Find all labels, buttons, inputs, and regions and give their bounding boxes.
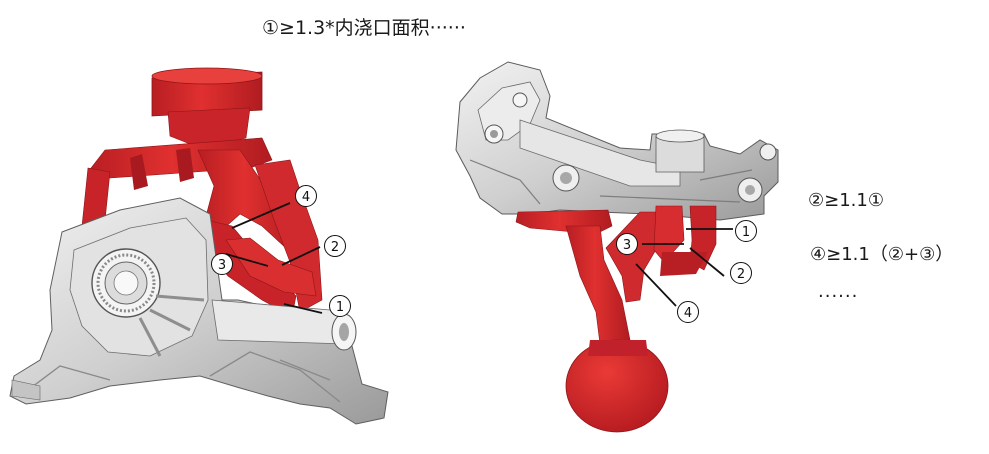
rule-text-2: ④≥1.1（②+③） [810,244,954,265]
left-callout-3: 3 [211,253,233,275]
right-callout-1: 1 [735,220,757,242]
right-label-4: 4 [684,306,692,321]
left-runner-system [81,67,323,317]
right-casting [455,61,779,221]
top-caption: ①≥1.3*内浇口面积······ [262,17,466,39]
left-view: 4 2 3 1 [9,67,389,425]
left-casting [9,197,389,425]
right-view: 1 3 2 4 [455,61,779,433]
right-label-3: 3 [623,238,631,253]
right-leader-lines [635,228,733,307]
left-leader-lines [225,202,323,314]
left-callout-1: 1 [329,295,351,317]
rule-text-3: ······ [818,286,859,307]
left-label-2: 2 [331,240,339,255]
right-runner-system [515,205,717,433]
right-callout-2: 2 [730,262,752,284]
right-label-1: 1 [742,225,750,240]
right-callouts: 1 3 2 4 [616,220,757,323]
left-callout-4: 4 [295,185,317,207]
right-label-2: 2 [737,267,745,282]
right-callout-4: 4 [677,301,699,323]
left-callout-2: 2 [324,235,346,257]
left-label-4: 4 [302,190,310,205]
left-callouts: 4 2 3 1 [211,185,351,317]
right-callout-3: 3 [616,233,638,255]
left-label-1: 1 [336,300,344,315]
rule-text-1: ②≥1.1① [808,190,884,211]
left-label-3: 3 [218,258,226,273]
